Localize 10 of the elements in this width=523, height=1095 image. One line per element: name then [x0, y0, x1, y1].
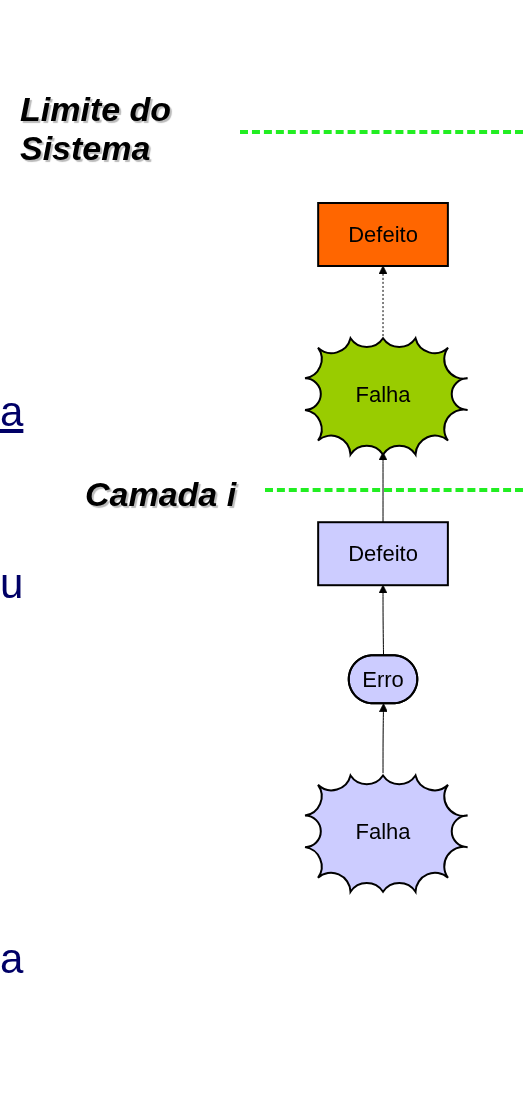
text-fragment: a	[0, 935, 24, 983]
node-box: Defeito	[317, 521, 450, 587]
arrow	[379, 703, 388, 774]
node-box: Defeito	[317, 202, 450, 268]
text-fragment: u	[0, 560, 24, 608]
text-fragment: a	[0, 388, 24, 436]
note-text: Limite do Sistema	[20, 90, 173, 168]
note-text: Camada i	[85, 475, 237, 514]
arrow	[378, 265, 388, 337]
arrow	[378, 584, 388, 657]
